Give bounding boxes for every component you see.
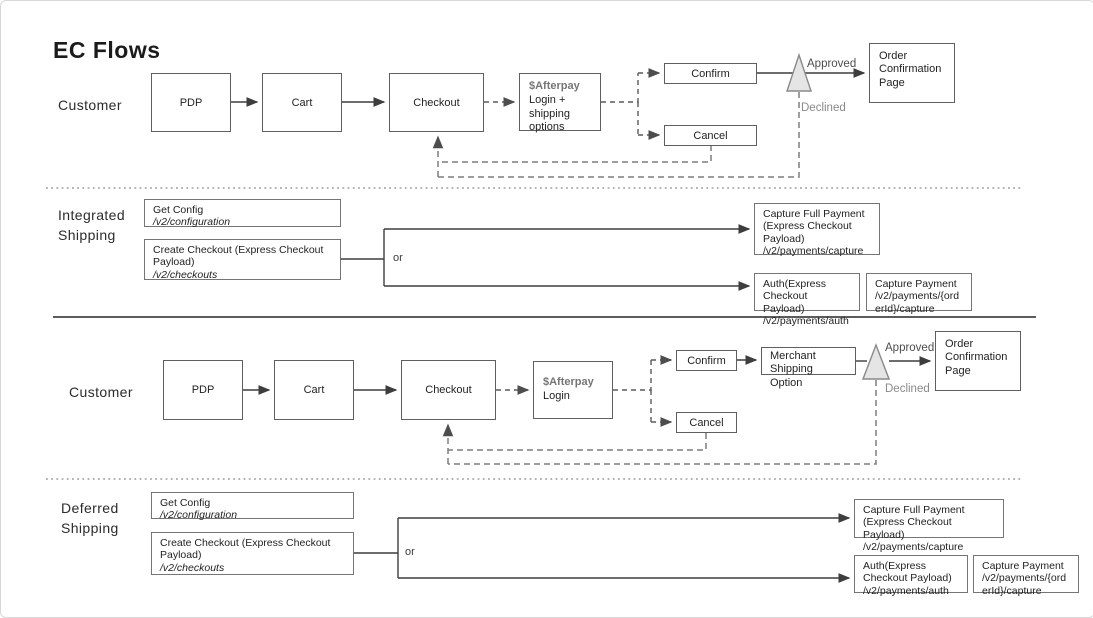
flow2-cancel-label: Cancel	[689, 416, 724, 429]
flow2-dashed-connectors	[496, 355, 673, 427]
flow2-return-lines	[442, 380, 877, 465]
flow2-cart-node: Cart	[274, 360, 354, 420]
flow1-cancel-node: Cancel	[664, 125, 757, 146]
deferred-connectors	[354, 513, 851, 583]
flow2-declined-label: Declined	[885, 383, 930, 395]
flow2-pdp-label: PDP	[191, 384, 215, 396]
deferred-auth-title: Auth(Express Checkout Payload)	[863, 560, 952, 585]
capture-full-title: Capture Full Payment (Express Checkout P…	[763, 208, 865, 245]
flow1-afterpay-node: $Afterpay Login + shipping options	[519, 73, 601, 134]
create-checkout-path: /v2/checkouts	[153, 268, 218, 281]
flow2-afterpay-node: $Afterpay Login	[533, 361, 613, 419]
flow1-row-label: Customer	[58, 97, 122, 113]
integrated-connectors	[341, 224, 751, 291]
capture-full-path: /v2/payments/capture	[763, 245, 864, 258]
deferred-auth-node: Auth(Express Checkout Payload) /v2/payme…	[854, 555, 968, 597]
flow2-checkout-node: Checkout	[401, 360, 496, 420]
deferred-get-config-path: /v2/configuration	[160, 509, 238, 522]
flow2-pdp-node: PDP	[163, 360, 243, 420]
deferred-capture-payment-node: Capture Payment /v2/payments/{orderId}/c…	[973, 555, 1079, 597]
flow2-order-confirmation-node: Order Confirmation Page	[935, 331, 1021, 391]
flow1-confirm-node: Confirm	[664, 63, 757, 84]
flow1-checkout-label: Checkout	[413, 96, 460, 109]
deferred-capture-payment-path: /v2/payments/{orderId}/capture	[982, 572, 1067, 597]
integrated-or-label: or	[393, 252, 403, 264]
get-config-path: /v2/configuration	[153, 216, 231, 229]
deferred-capture-full-path: /v2/payments/capture	[863, 541, 964, 554]
deferred-create-checkout-path: /v2/checkouts	[160, 561, 225, 574]
deferred-create-checkout-title: Create Checkout (Express Checkout Payloa…	[160, 537, 331, 562]
flow1-order-confirmation-label: Order Confirmation Page	[879, 50, 942, 89]
afterpay-logo-text: $Afterpay	[529, 80, 580, 92]
create-checkout-title: Create Checkout (Express Checkout Payloa…	[153, 244, 324, 269]
deferred-create-checkout-node: Create Checkout (Express Checkout Payloa…	[151, 532, 354, 575]
auth-title: Auth(Express Checkout Payload)	[763, 278, 827, 315]
flow2-confirm-node: Confirm	[676, 350, 737, 371]
flow2-decision-triangle	[861, 343, 891, 380]
get-config-title: Get Config	[153, 204, 204, 216]
flow1-confirm-label: Confirm	[691, 67, 730, 80]
flow1-pdp-label: PDP	[179, 96, 203, 109]
deferred-capture-payment-title: Capture Payment	[982, 560, 1064, 572]
flow1-checkout-node: Checkout	[389, 73, 484, 132]
afterpay-logo-text-2: $Afterpay	[543, 376, 594, 388]
deferred-get-config-title: Get Config	[160, 497, 211, 509]
deferred-row-label: Deferred Shipping	[61, 500, 119, 536]
flow1-dashed-connectors	[484, 68, 661, 140]
integrated-capture-payment-node: Capture Payment /v2/payments/{orderId}/c…	[866, 273, 972, 315]
flow1-order-confirmation-node: Order Confirmation Page	[869, 43, 955, 103]
capture-payment-title: Capture Payment	[875, 278, 957, 290]
capture-payment-path: /v2/payments/{orderId}/capture	[875, 290, 960, 315]
integrated-get-config-node: Get Config /v2/configuration	[144, 199, 341, 229]
flow1-cart-label: Cart	[291, 96, 313, 109]
flow2-checkout-label: Checkout	[425, 384, 472, 396]
flow1-decision-triangle	[786, 52, 812, 92]
page-title: EC Flows	[53, 37, 161, 63]
auth-path: /v2/payments/auth	[763, 315, 849, 328]
deferred-auth-path: /v2/payments/auth	[863, 584, 949, 597]
flow2-confirm-label: Confirm	[687, 354, 726, 367]
flow1-pdp-node: PDP	[151, 73, 231, 132]
flow1-return-lines	[432, 92, 800, 178]
deferred-capture-full-node: Capture Full Payment (Express Checkout P…	[854, 499, 1004, 553]
deferred-get-config-node: Get Config /v2/configuration	[151, 492, 354, 522]
flow1-approved-label: Approved	[807, 58, 857, 70]
flow2-approved-label: Approved	[885, 342, 935, 354]
flow2-afterpay-detail: Login	[543, 390, 570, 403]
integrated-create-checkout-node: Create Checkout (Express Checkout Payloa…	[144, 239, 341, 281]
integrated-capture-full-node: Capture Full Payment (Express Checkout P…	[754, 203, 880, 258]
flow1-afterpay-detail: Login + shipping options	[529, 94, 570, 134]
flow1-declined-label: Declined	[801, 102, 846, 114]
flow2-cart-label: Cart	[303, 384, 325, 396]
deferred-capture-full-title: Capture Full Payment (Express Checkout P…	[863, 504, 965, 541]
integrated-auth-node: Auth(Express Checkout Payload) /v2/payme…	[754, 273, 860, 327]
flow1-cart-node: Cart	[262, 73, 342, 132]
flow2-merchant-shipping-node: Merchant Shipping Option	[761, 347, 856, 389]
flow1-cancel-label: Cancel	[693, 129, 728, 142]
deferred-or-label: or	[405, 546, 415, 558]
merchant-shipping-label: Merchant Shipping Option	[770, 350, 816, 389]
flow2-row-label: Customer	[69, 384, 133, 400]
flow2-cancel-node: Cancel	[676, 412, 737, 433]
flow2-connectors	[243, 355, 932, 395]
integrated-row-label: Integrated Shipping	[58, 207, 126, 243]
flow1-connectors	[231, 68, 866, 107]
flow2-order-confirmation-label: Order Confirmation Page	[945, 338, 1008, 377]
